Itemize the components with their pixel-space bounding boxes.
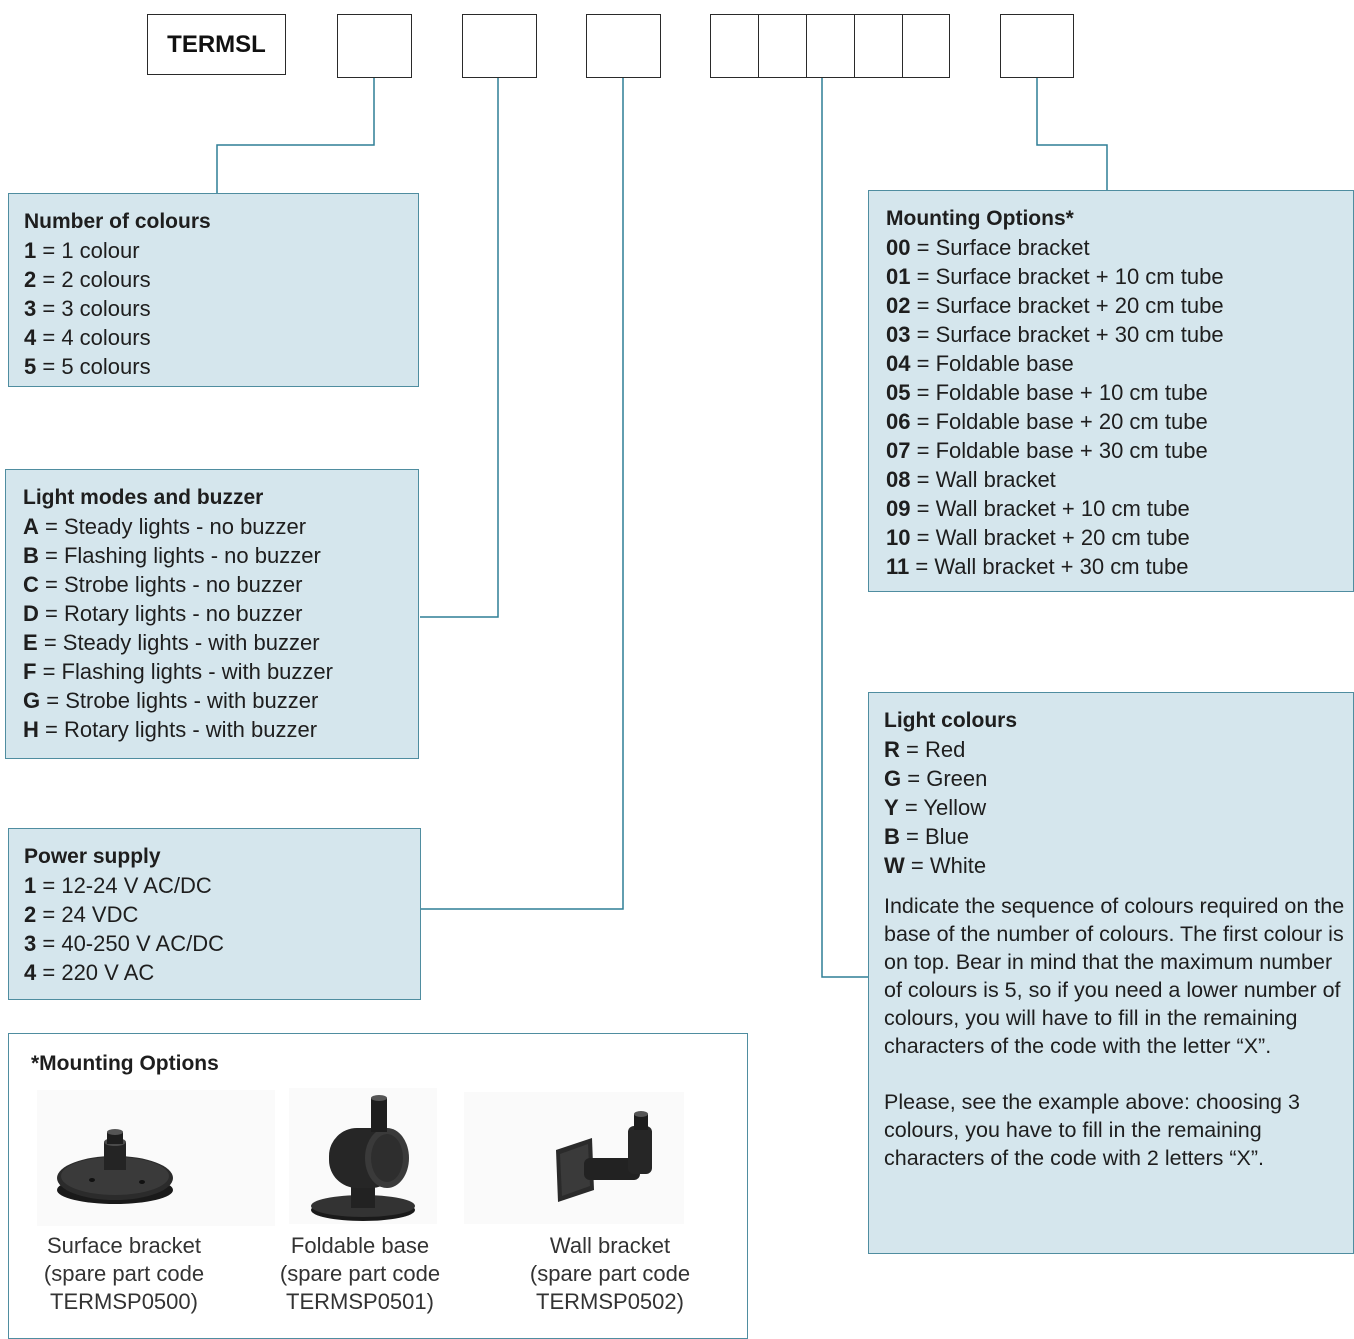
surface-bracket-image [37, 1090, 275, 1226]
connector-mounting [1036, 78, 1108, 190]
list-item: 08 = Wall bracket [886, 467, 1056, 492]
connector-light-colours [821, 78, 868, 978]
connector-light-modes [420, 78, 499, 618]
list-item: 07 = Foldable base + 30 cm tube [886, 438, 1208, 463]
light-colours-title: Light colours [884, 709, 1017, 732]
code-prefix-box: TERMSL [147, 14, 286, 75]
surface-bracket-caption: Surface bracket (spare part code TERMSP0… [43, 1233, 205, 1314]
code-segment-divider [758, 15, 759, 77]
code-segment-divider [854, 15, 855, 77]
mounting-images-title: *Mounting Options [31, 1052, 219, 1075]
list-item: 2 = 2 colours [24, 267, 151, 292]
connector-number-of-colours [216, 78, 375, 193]
power-supply-panel: Power supply 1 = 12-24 V AC/DC 2 = 24 VD… [8, 828, 421, 1000]
list-item: 10 = Wall bracket + 20 cm tube [886, 525, 1190, 550]
list-item: 01 = Surface bracket + 10 cm tube [886, 264, 1224, 289]
number-of-colours-panel: Number of colours 1 = 1 colour 2 = 2 col… [8, 193, 419, 387]
list-item: D = Rotary lights - no buzzer [23, 601, 303, 626]
list-item: W = White [884, 853, 987, 878]
list-item: 1 = 1 colour [24, 238, 140, 263]
code-box-mounting [1000, 14, 1074, 78]
light-colours-panel: Light colours R = Red G = Green Y = Yell… [868, 692, 1354, 1254]
light-modes-title: Light modes and buzzer [23, 486, 264, 509]
list-item: 2 = 24 VDC [24, 902, 139, 927]
wall-bracket-image [464, 1092, 684, 1224]
mounting-options-title: Mounting Options* [886, 207, 1074, 230]
list-item: A = Steady lights - no buzzer [23, 514, 307, 539]
list-item: 04 = Foldable base [886, 351, 1074, 376]
light-colours-example: Please, see the example above: choosing … [884, 1090, 1300, 1170]
code-box-light-colours [710, 14, 950, 78]
list-item: H = Rotary lights - with buzzer [23, 717, 318, 742]
list-item: B = Blue [884, 824, 970, 849]
light-modes-panel: Light modes and buzzer A = Steady lights… [5, 469, 419, 759]
list-item: 3 = 3 colours [24, 296, 151, 321]
list-item: 1 = 12-24 V AC/DC [24, 873, 212, 898]
mounting-options-panel: Mounting Options* 00 = Surface bracket 0… [868, 190, 1354, 592]
list-item: 5 = 5 colours [24, 354, 151, 379]
list-item: 4 = 4 colours [24, 325, 151, 350]
list-item: 4 = 220 V AC [24, 960, 155, 985]
code-segment-divider [902, 15, 903, 77]
list-item: 03 = Surface bracket + 30 cm tube [886, 322, 1224, 347]
code-prefix: TERMSL [167, 30, 266, 58]
list-item: G = Green [884, 766, 988, 791]
connector-power-supply [420, 78, 624, 910]
list-item: 3 = 40-250 V AC/DC [24, 931, 224, 956]
code-box-power-supply [586, 14, 661, 78]
list-item: Y = Yellow [884, 795, 987, 820]
number-of-colours-title: Number of colours [24, 210, 211, 233]
list-item: 02 = Surface bracket + 20 cm tube [886, 293, 1224, 318]
foldable-base-caption: Foldable base (spare part code TERMSP050… [279, 1233, 441, 1314]
list-item: 09 = Wall bracket + 10 cm tube [886, 496, 1190, 521]
foldable-base-image [289, 1088, 437, 1224]
list-item: 05 = Foldable base + 10 cm tube [886, 380, 1208, 405]
list-item: 11 = Wall bracket + 30 cm tube [886, 554, 1189, 579]
list-item: R = Red [884, 737, 966, 762]
list-item: 00 = Surface bracket [886, 235, 1090, 260]
light-colours-instructions: Indicate the sequence of colours require… [884, 894, 1345, 1058]
wall-bracket-caption: Wall bracket (spare part code TERMSP0502… [529, 1233, 691, 1314]
mounting-images-panel: *Mounting Options [8, 1033, 748, 1339]
list-item: C = Strobe lights - no buzzer [23, 572, 303, 597]
code-segment-divider [806, 15, 807, 77]
list-item: 06 = Foldable base + 20 cm tube [886, 409, 1208, 434]
list-item: E = Steady lights - with buzzer [23, 630, 320, 655]
code-box-light-mode [462, 14, 537, 78]
list-item: B = Flashing lights - no buzzer [23, 543, 321, 568]
list-item: G = Strobe lights - with buzzer [23, 688, 319, 713]
code-box-number-of-colours [337, 14, 412, 78]
list-item: F = Flashing lights - with buzzer [23, 659, 333, 684]
power-supply-title: Power supply [24, 845, 161, 868]
